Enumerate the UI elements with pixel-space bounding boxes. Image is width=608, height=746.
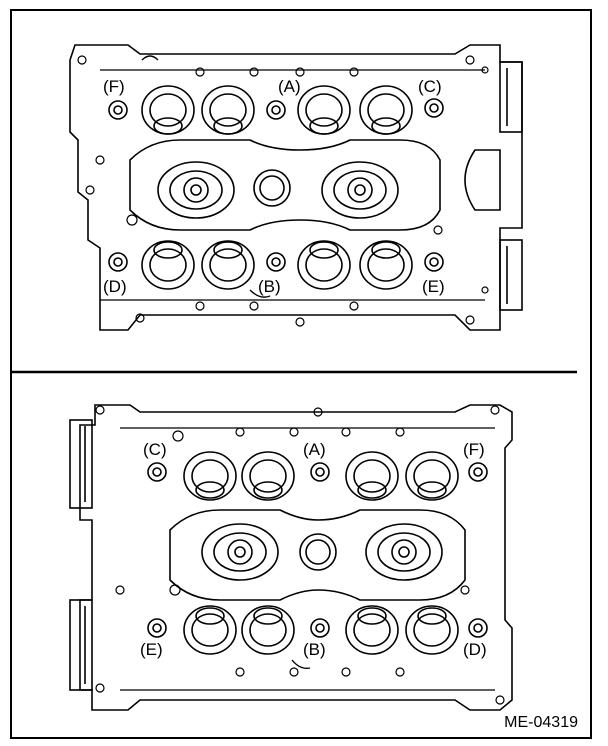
upper-label-e: (E) bbox=[422, 277, 445, 296]
figure-code: ME-04319 bbox=[504, 714, 578, 731]
lower-label-f: (F) bbox=[463, 440, 485, 459]
upper-plug-boss-left bbox=[157, 161, 235, 219]
upper-side-boss-top bbox=[499, 61, 523, 133]
upper-label-b: (B) bbox=[258, 277, 281, 296]
lower-side-boss-bottom bbox=[69, 599, 93, 691]
lower-label-b: (B) bbox=[303, 640, 326, 659]
lower-label-a: (A) bbox=[303, 440, 326, 459]
upper-cylinder-head bbox=[69, 44, 523, 331]
lower-small-screws bbox=[95, 405, 505, 705]
lower-label-c: (C) bbox=[143, 440, 167, 459]
lower-plug-boss-right bbox=[365, 523, 443, 581]
upper-label-f: (F) bbox=[103, 77, 125, 96]
upper-center-seal bbox=[253, 169, 291, 207]
lower-center-gallery bbox=[169, 509, 466, 601]
upper-bolt-holes bbox=[108, 98, 444, 272]
upper-center-gallery bbox=[129, 139, 441, 231]
upper-plug-boss-right bbox=[321, 161, 399, 219]
lower-bolt-holes bbox=[147, 462, 488, 638]
lower-label-d: (D) bbox=[463, 640, 487, 659]
upper-valve-row-bottom bbox=[141, 240, 413, 290]
lower-valve-row-bottom bbox=[183, 605, 459, 655]
upper-label-c: (C) bbox=[418, 77, 442, 96]
upper-label-a: (A) bbox=[278, 77, 301, 96]
lower-side-boss-top bbox=[69, 419, 93, 509]
figure-border bbox=[10, 9, 592, 739]
upper-head-outline bbox=[69, 44, 523, 331]
lower-valve-row-top bbox=[183, 451, 459, 501]
lower-center-seal bbox=[299, 533, 337, 571]
upper-valve-row-top bbox=[141, 85, 413, 135]
lower-head-outline bbox=[79, 404, 513, 711]
upper-label-d: (D) bbox=[103, 277, 127, 296]
lower-label-e: (E) bbox=[140, 640, 163, 659]
upper-small-screws bbox=[77, 55, 489, 327]
lower-plug-boss-left bbox=[201, 523, 279, 581]
upper-side-boss-bottom bbox=[499, 239, 523, 311]
lower-cylinder-head bbox=[69, 404, 513, 711]
